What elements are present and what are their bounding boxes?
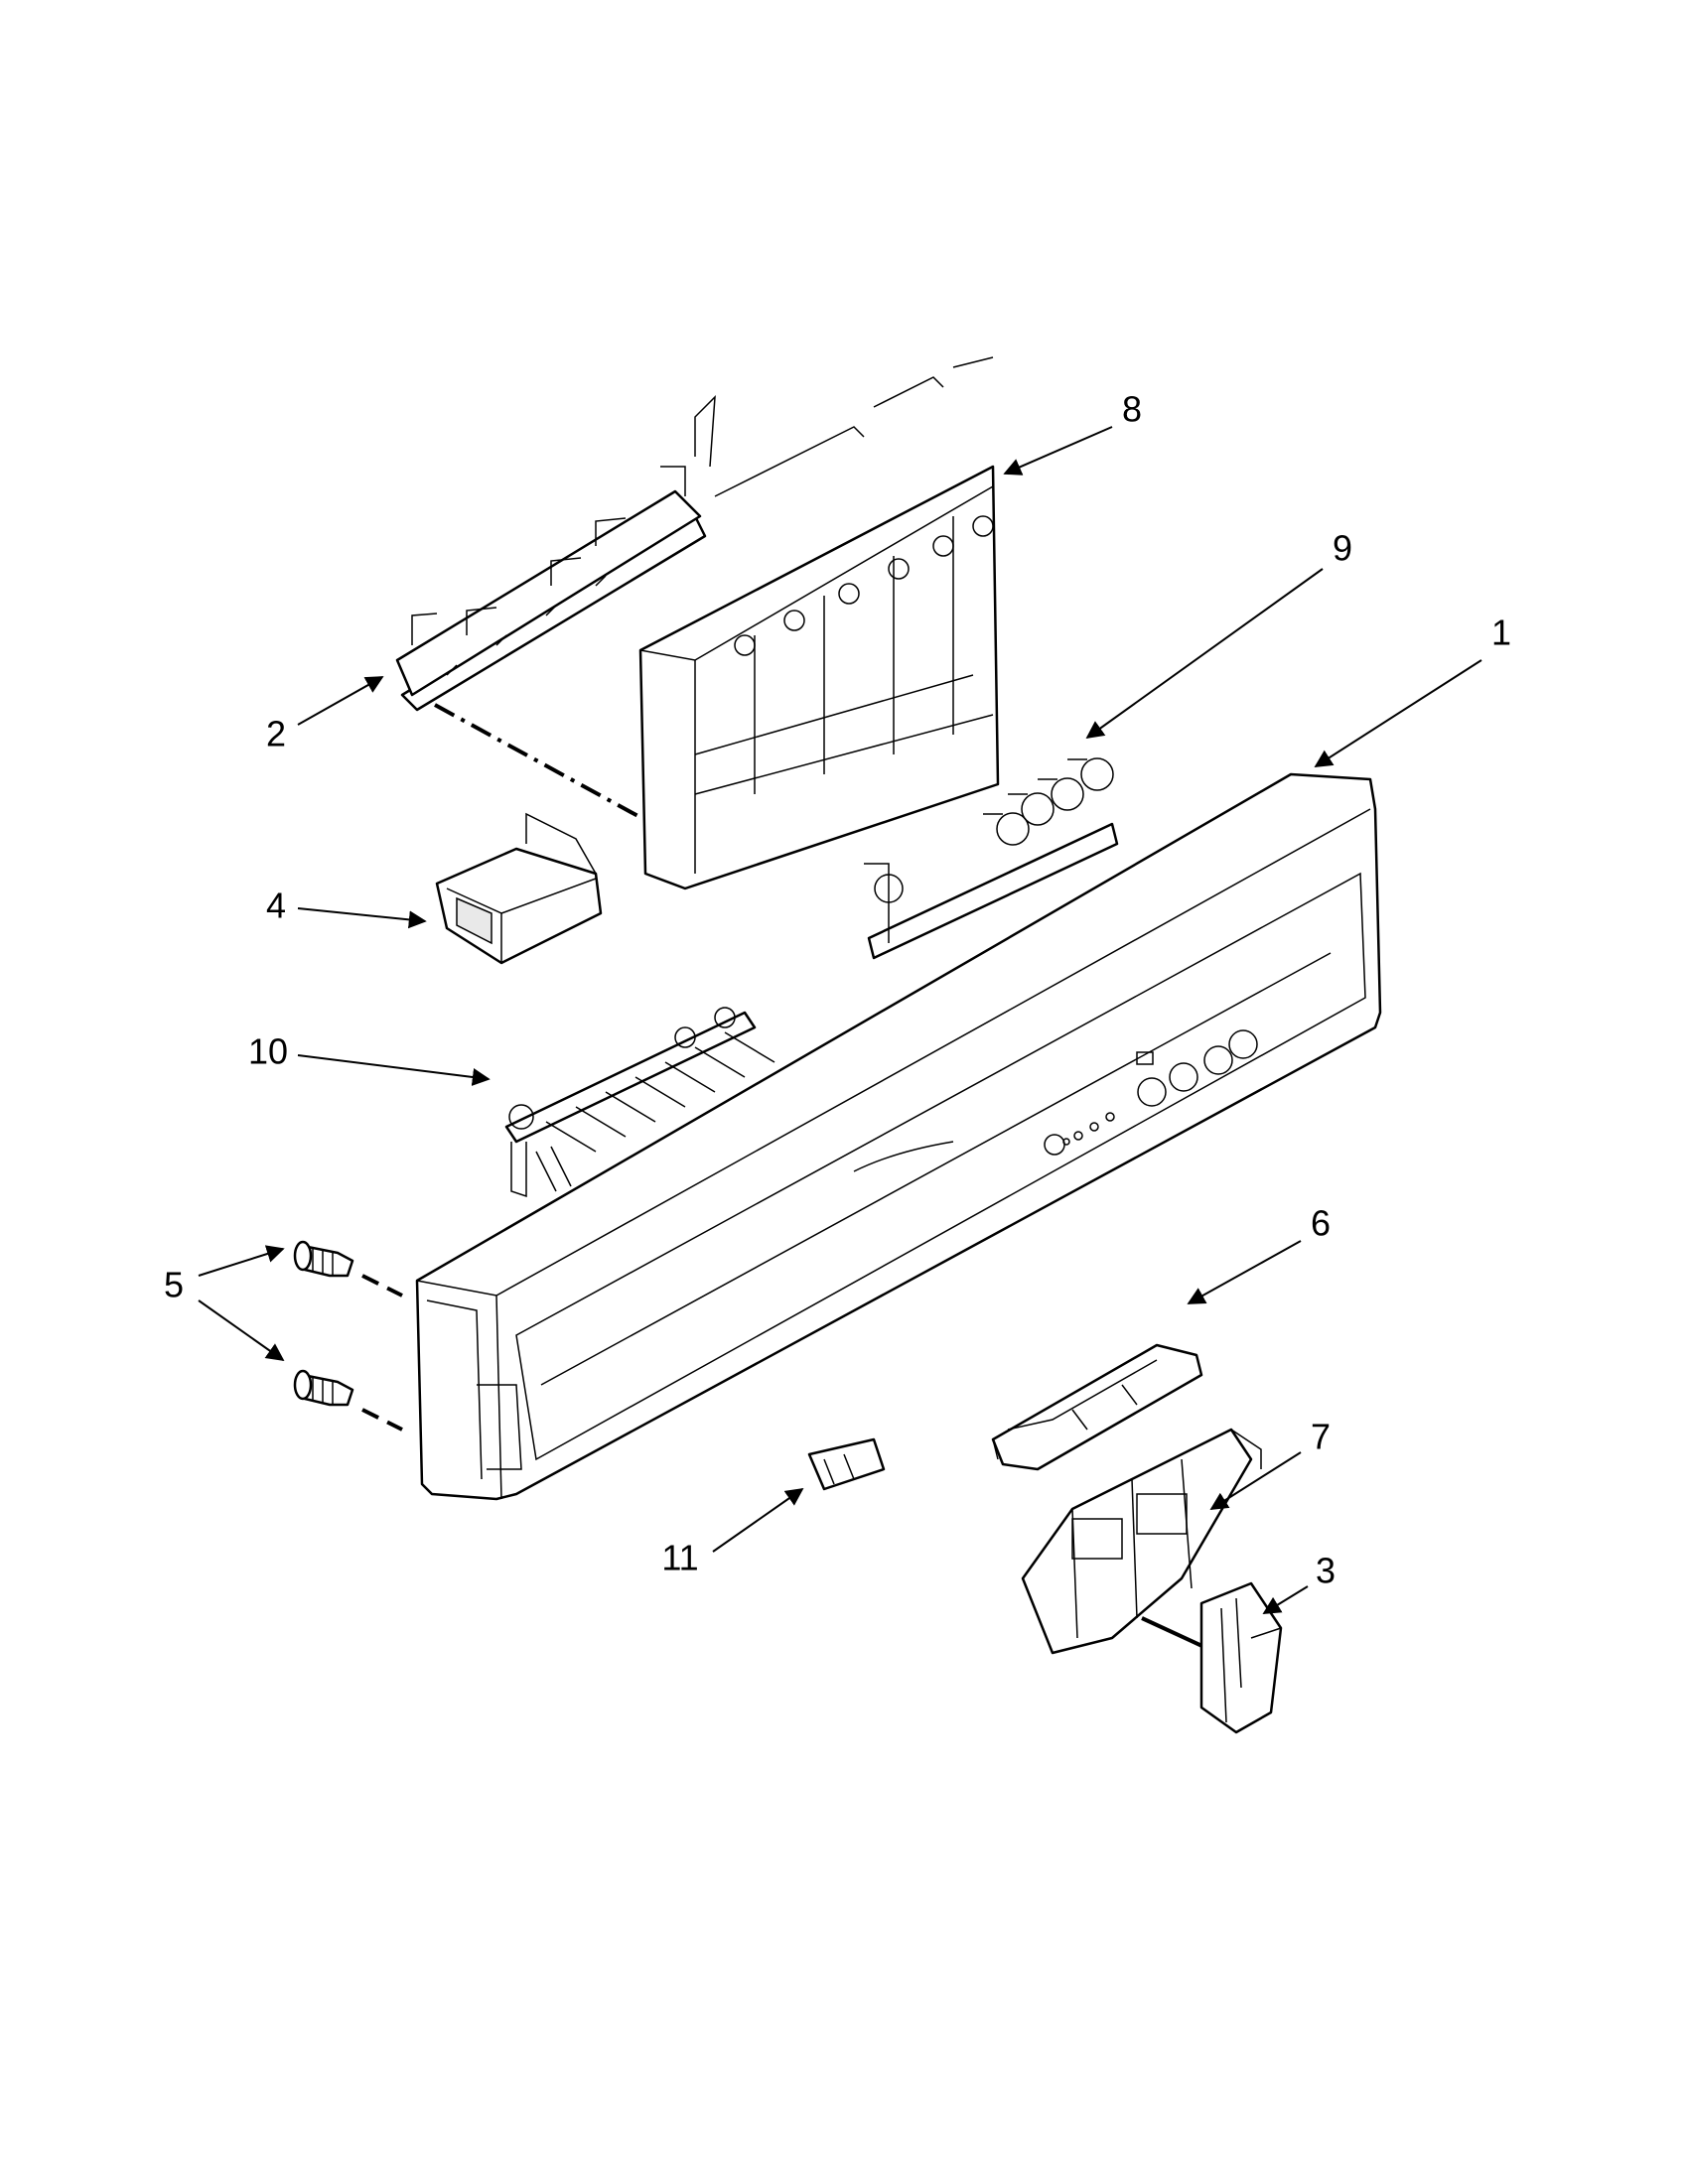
leader-11: [712, 1487, 804, 1553]
part-9-switch-assembly: [864, 757, 1119, 960]
callout-2: 2: [266, 714, 286, 754]
part-10-led-strip: [504, 1007, 775, 1198]
callout-7: 7: [1311, 1417, 1331, 1457]
callout-6: 6: [1311, 1203, 1331, 1244]
part-3-clip: [1199, 1581, 1283, 1734]
callout-1: 1: [1491, 613, 1511, 653]
leader-2: [297, 676, 384, 726]
alignment-line-2-8: [434, 703, 644, 821]
part-2-bracket: [395, 395, 716, 712]
part-5-screw-upper: [293, 1240, 354, 1278]
leader-4: [297, 907, 427, 929]
callout-10: 10: [248, 1031, 288, 1072]
callout-3: 3: [1316, 1551, 1336, 1591]
part-5-screw-lower: [293, 1369, 354, 1407]
leader-5a: [198, 1245, 285, 1277]
leader-3: [1262, 1585, 1309, 1614]
part-4-cover: [435, 812, 603, 965]
part-6-latch: [991, 1343, 1203, 1471]
callout-8: 8: [1122, 389, 1142, 430]
screw-line-upper: [361, 1274, 403, 1297]
leader-7: [1209, 1451, 1302, 1510]
leader-6: [1187, 1240, 1302, 1304]
callout-11: 11: [661, 1538, 698, 1578]
part-8-control-board: [638, 356, 1000, 890]
leader-5b: [198, 1299, 285, 1362]
part-11-switch: [807, 1437, 886, 1491]
leader-1: [1314, 659, 1482, 767]
part-7-switch-housing: [1021, 1428, 1262, 1655]
screw-line-lower: [361, 1408, 403, 1432]
alignment-line-7-3: [1141, 1616, 1207, 1650]
callout-5: 5: [164, 1265, 184, 1305]
leader-8: [1003, 426, 1113, 476]
callout-9: 9: [1333, 528, 1352, 569]
leader-9: [1085, 568, 1324, 740]
part-1-console-panel: [415, 772, 1382, 1501]
callout-4: 4: [266, 886, 286, 926]
leader-10: [297, 1054, 491, 1086]
